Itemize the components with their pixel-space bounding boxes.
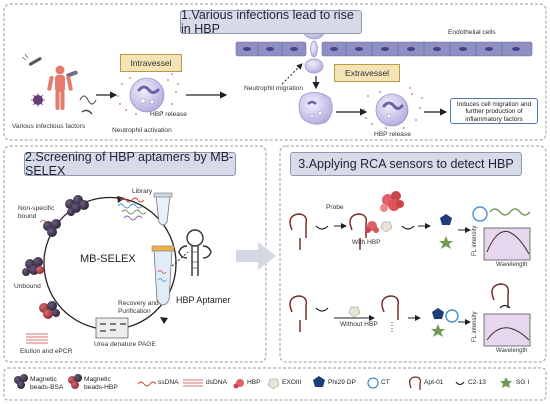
legend-label-2: ssDNA [158,379,179,386]
beads-cluster-icon [39,219,61,237]
legend-apt-icon [409,376,422,390]
phi29-icon [440,214,452,225]
unbound-label: Unbound [14,283,41,290]
aptamer-tube-icon [151,245,175,306]
hbp-aptamer-structure-icon [178,229,212,276]
legend-label-6: Phi29 DP [328,379,356,386]
legend-c213-icon [455,381,465,386]
legend-label-9: C2-13 [468,379,486,386]
phi29-icon-2 [432,308,444,319]
sg-icon-2 [431,324,445,337]
beads-hbp-icon [39,301,60,319]
selex-center-label: MB-SELEX [80,253,136,265]
legend-exoiii-icon [267,378,280,390]
legend-label-8: Apt-01 [424,379,444,386]
neutrophil-migration-label: Neutrophil migration [244,85,304,92]
panel2-title: 2.Screening of HBP aptamers by MB-SELEX [24,150,236,178]
probe-label: Probe [326,204,344,211]
legend-phi29-icon [313,376,325,387]
tube-icon [153,192,173,226]
panel3-frame [279,145,547,363]
endothelial-layer [235,41,533,57]
digested-probe-icon [381,295,400,334]
infectious-factors-label: Various infectious factors [12,123,86,130]
extravessel-neutrophil-icon [298,92,333,125]
legend-label-5: EXOIII [282,379,302,386]
legend-sg-icon [500,377,512,388]
intravessel-tag: Intravessel [120,54,182,72]
human-figure-icon [47,65,73,110]
exoiii-icon [380,221,393,233]
legend-label-3: dsDNA [206,379,227,386]
legend-label-0: Magnetic beads-BSA [30,376,64,391]
xlabel-2: Wavelength [496,348,528,354]
legend-dsdna-icon [183,379,203,387]
rca-product-icon [489,208,531,216]
outcome-note: Induces cell migration and further produ… [450,98,538,124]
exoiii-icon-2 [348,306,361,318]
hbp-release-neutrophil-icon [363,87,423,129]
ylabel-1: FL intensity [472,225,478,256]
transition-arrow [236,242,276,270]
legend-label-4: HBP [247,379,261,386]
extravessel-tag: Extravessel [334,64,400,82]
dsdna-icon [26,333,48,344]
ylabel-2: FL intensity [472,311,478,342]
endothelial-label: Endothelial cells [448,29,496,36]
spectrum-with-hbp [483,227,531,261]
legend-label-7: CT [381,379,390,386]
urea-label: Urea denature PAGE [94,341,156,348]
infectious-factors-icon [21,53,97,115]
elution-label: Elution and ePCR [20,348,73,355]
legend-hbp-icon [233,379,244,389]
without-hbp-label: Without HBP [340,321,378,328]
linker-c2-13-icon [315,225,329,230]
legend-bead-bsa-icon [14,374,28,389]
panel1-title: 1.Various infections lead to rise in HBP [180,8,362,36]
with-hbp-label: With HBP [352,239,381,246]
probe-without-hbp-icon [289,295,308,332]
beads-nonspecific-icon [65,195,89,216]
gel-icon [95,317,129,339]
ct-icon [472,206,488,222]
legend-label-10: SG I [516,379,530,386]
hbp-protein-icon [365,221,379,233]
nonspecific-label: Non-specific bound [18,205,55,220]
neutrophil-activation-icon [117,73,179,115]
library-label: Library [132,188,153,195]
xlabel-1: Wavelength [496,262,528,268]
probe-intact-icon [491,283,510,308]
legend-label-1: Magnetic beads-HBP [84,376,118,391]
probe-with-hbp-icon [349,213,368,250]
neutrophil-activation-label: Neutrophil activation [112,127,172,134]
hbp-aptamer-label: HBP Aptamer [176,295,231,305]
legend-bead-hbp-icon [68,374,82,389]
panel3-title: 3.Applying RCA sensors to detect HBP [290,152,522,176]
ct-icon-2 [445,309,459,323]
hbp-release-label-2: HBP release [374,131,411,138]
probe-structure-icon [289,213,308,250]
beads-unbound-icon [22,257,44,276]
sg-icon [439,236,453,249]
spectrum-without-hbp [483,313,531,347]
hbp-cluster-icon [380,191,404,212]
hbp-release-label-1: HBP release [150,111,187,118]
library-icon [117,197,147,221]
legend-ssdna-icon [137,381,157,387]
recovery-label: Recovery and Purification [118,300,159,315]
legend-ct-icon [367,377,379,389]
